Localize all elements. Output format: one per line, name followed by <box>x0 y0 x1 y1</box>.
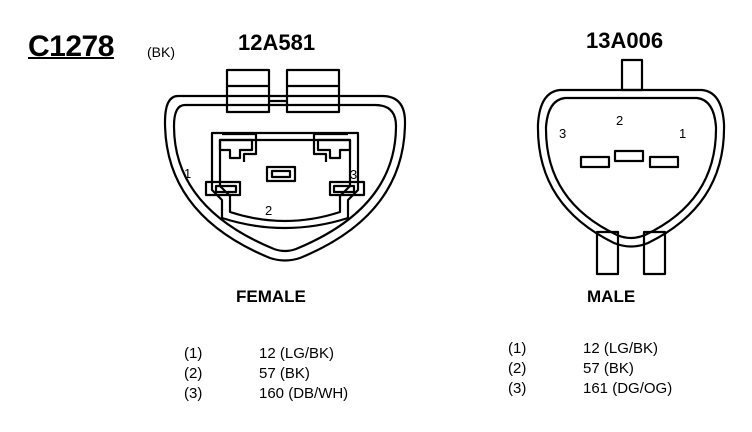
male-pin-label-3: 3 <box>559 126 567 141</box>
pin-number: (2) <box>508 360 527 377</box>
list-item: (3) 161 (DG/OG) <box>508 379 728 399</box>
male-part-number: 13A006 <box>586 28 664 53</box>
list-item: (1) 12 (LG/BK) <box>184 344 404 364</box>
male-pin-1 <box>648 155 680 169</box>
female-connector-drawing <box>163 68 407 262</box>
male-leg-right <box>642 230 667 276</box>
pin-circuit: 12 (LG/BK) <box>259 345 335 362</box>
female-housing-inner <box>172 103 398 253</box>
pin-number: (3) <box>508 380 527 397</box>
list-item: (2) 57 (BK) <box>508 359 728 379</box>
female-pin-label-2: 2 <box>265 203 273 218</box>
pin-number: (3) <box>184 385 203 402</box>
pin-number: (1) <box>508 340 527 357</box>
female-pin-label-3: 3 <box>350 167 358 182</box>
male-pin-list: (1) 12 (LG/BK) (2) 57 (BK) (3) 161 (DG/O… <box>508 339 728 399</box>
pin-circuit: 57 (BK) <box>583 360 634 377</box>
female-part-number: 12A581 <box>238 30 316 55</box>
female-pin-list: (1) 12 (LG/BK) (2) 57 (BK) (3) 160 (DB/W… <box>184 344 404 404</box>
female-latch-right <box>285 68 341 114</box>
list-item: (2) 57 (BK) <box>184 364 404 384</box>
pin-circuit: 161 (DG/OG) <box>583 380 673 397</box>
pin-circuit: 160 (DB/WH) <box>259 385 349 402</box>
connector-id: C1278 <box>28 30 114 63</box>
male-pin-label-2: 2 <box>616 113 624 128</box>
male-housing-outer <box>536 88 726 248</box>
list-item: (3) 160 (DB/WH) <box>184 384 404 404</box>
male-leg-left <box>595 230 620 276</box>
female-latch-left <box>225 68 271 114</box>
male-top-tab <box>620 58 644 92</box>
list-item: (1) 12 (LG/BK) <box>508 339 728 359</box>
pin-circuit: 12 (LG/BK) <box>583 340 659 357</box>
male-pin-label-1: 1 <box>679 126 687 141</box>
pin-number: (1) <box>184 345 203 362</box>
connector-color-code: (BK) <box>147 44 175 60</box>
male-housing-inner <box>544 96 718 240</box>
male-pin-3 <box>579 155 611 169</box>
female-housing-outer <box>163 94 407 262</box>
male-connector-drawing <box>536 58 726 276</box>
male-pin-2 <box>613 149 645 163</box>
pin-number: (2) <box>184 365 203 382</box>
pin-circuit: 57 (BK) <box>259 365 310 382</box>
male-label: MALE <box>587 287 636 306</box>
female-label: FEMALE <box>236 287 306 306</box>
female-pin-label-1: 1 <box>184 166 192 181</box>
